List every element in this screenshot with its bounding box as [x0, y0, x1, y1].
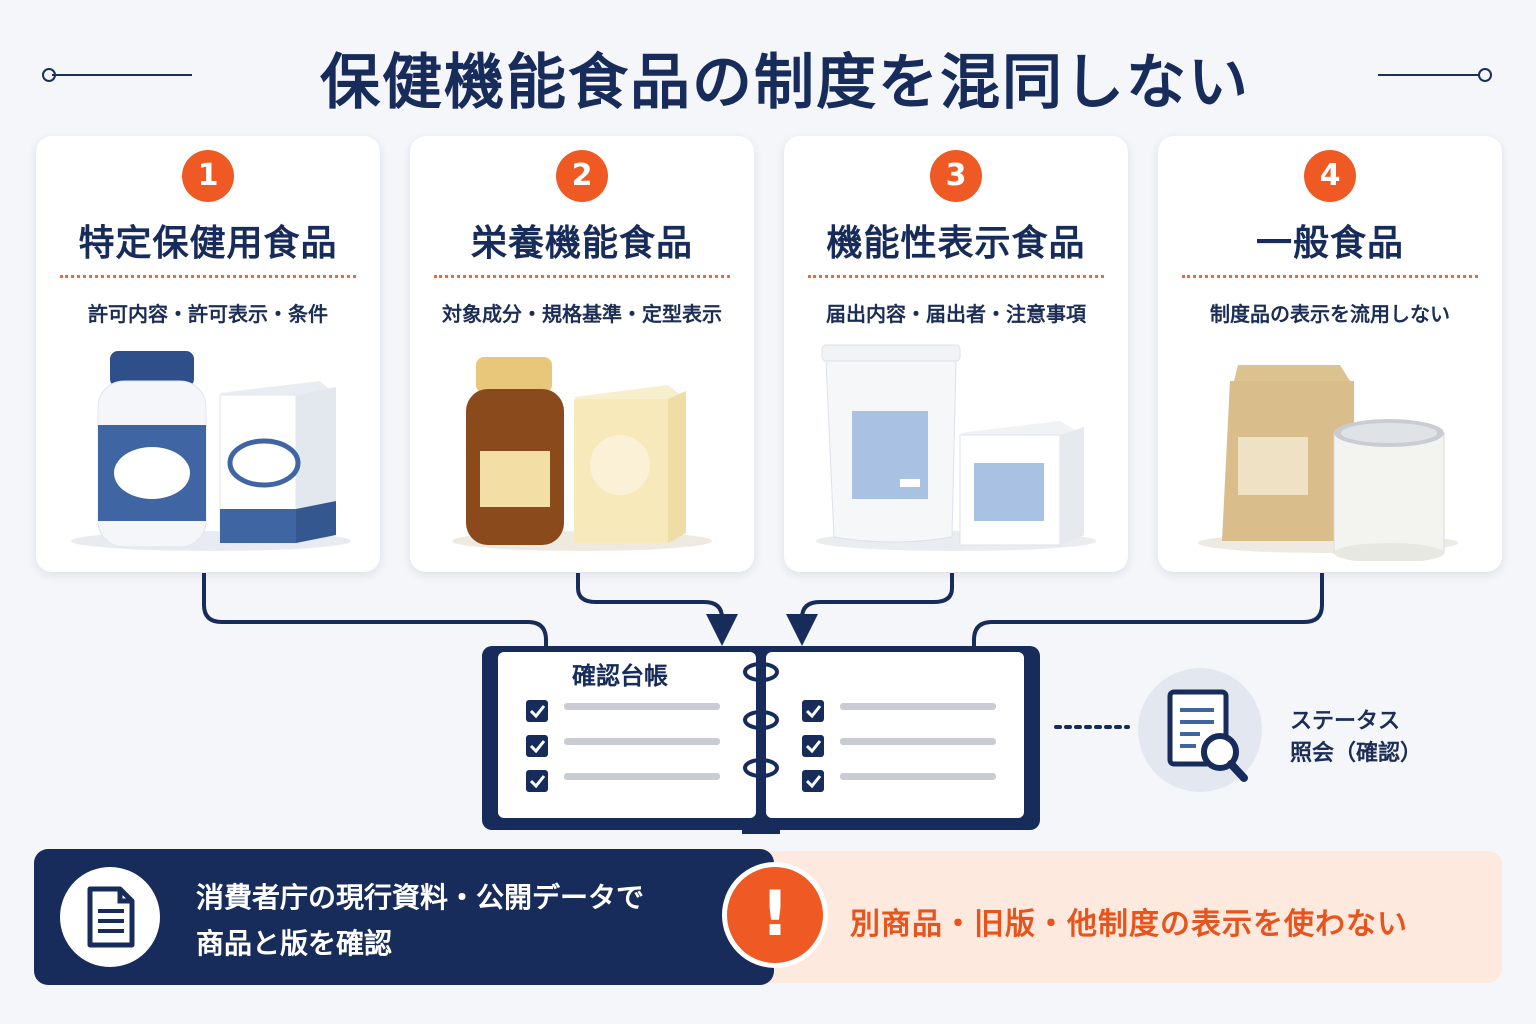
bottle-and-box-icon [71, 351, 351, 551]
amber-bottle-and-box-icon [452, 357, 712, 551]
category-title: 機能性表示食品 [826, 223, 1086, 264]
ledger-title: 確認台帳 [572, 662, 668, 690]
source-banner: 消費者庁の現行資料・公開データで 商品と版を確認 [34, 849, 774, 985]
document-search-icon [1138, 668, 1262, 792]
title-rule-left [52, 74, 192, 76]
category-number: 4 [1304, 150, 1356, 202]
document-icon [87, 886, 135, 948]
category-card-1: 1 特定保健用食品 許可内容・許可表示・条件 [36, 136, 380, 572]
source-text: 消費者庁の現行資料・公開データで 商品と版を確認 [196, 875, 644, 967]
category-title: 一般食品 [1255, 223, 1404, 264]
dotted-divider [1182, 275, 1478, 278]
pouch-and-box-icon [816, 344, 1096, 551]
dotted-divider [808, 275, 1104, 278]
dotted-link [1054, 725, 1130, 729]
category-card-4: 4 一般食品 制度品の表示を流用しない [1158, 136, 1502, 572]
category-card-2: 2 栄養機能食品 対象成分・規格基準・定型表示 [410, 136, 754, 572]
exclamation-icon: ! [722, 862, 828, 968]
document-icon-badge [60, 867, 160, 967]
dotted-divider [60, 275, 356, 278]
category-number: 2 [556, 150, 608, 202]
category-title: 栄養機能食品 [470, 223, 693, 264]
category-number: 3 [930, 150, 982, 202]
status-label: ステータス 照会（確認） [1290, 706, 1422, 770]
status-label-line2: 照会（確認） [1290, 741, 1423, 766]
paper-bag-and-can-icon [1198, 365, 1458, 561]
warning-banner: 別商品・旧版・他制度の表示を使わない [740, 851, 1502, 983]
dotted-divider [434, 275, 730, 278]
category-subtitle: 対象成分・規格基準・定型表示 [442, 302, 722, 326]
warning-text: 別商品・旧版・他制度の表示を使わない [850, 907, 1408, 942]
category-number: 1 [182, 150, 234, 202]
source-text-line2: 商品と版を確認 [196, 927, 393, 960]
category-subtitle: 許可内容・許可表示・条件 [88, 302, 328, 326]
category-subtitle: 届出内容・届出者・注意事項 [826, 302, 1086, 326]
category-card-3: 3 機能性表示食品 届出内容・届出者・注意事項 [784, 136, 1128, 572]
title-ornament-right [1478, 68, 1492, 82]
source-text-line1: 消費者庁の現行資料・公開データで [196, 881, 645, 914]
status-label-line1: ステータス [1290, 709, 1401, 734]
title-bar: 保健機能食品の制度を混同しない [0, 28, 1536, 118]
page-title: 保健機能食品の制度を混同しない [320, 48, 1250, 118]
category-title: 特定保健用食品 [78, 223, 338, 264]
ledger-book-icon [482, 646, 1040, 834]
title-rule-right [1378, 74, 1482, 76]
category-subtitle: 制度品の表示を流用しない [1210, 302, 1450, 326]
